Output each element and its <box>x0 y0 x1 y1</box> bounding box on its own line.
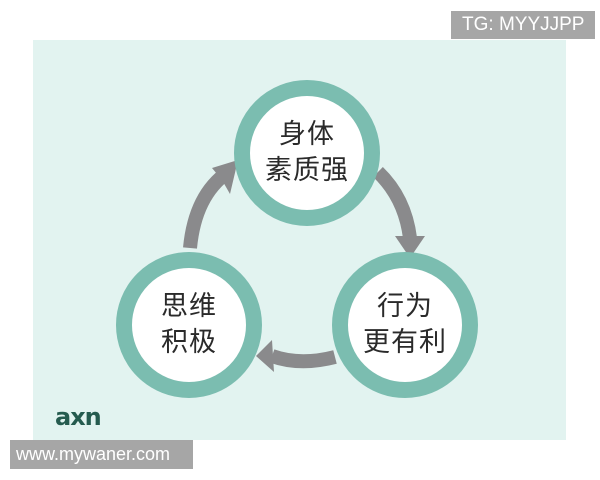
arrowhead-icon <box>212 160 238 194</box>
arrowhead-icon <box>256 340 274 372</box>
node-thinking-line2: 积极 <box>161 327 217 358</box>
node-behavior-line2: 更有利 <box>363 327 447 358</box>
watermark-top-right: TG: MYYJJPP <box>451 11 596 39</box>
arrow-thinking-to-physical <box>183 166 233 249</box>
axn-logo: axn <box>55 403 102 431</box>
node-physical-line1: 身体 <box>279 119 335 150</box>
arrowhead-icon <box>395 236 425 258</box>
arrow-physical-to-behavior <box>373 166 417 240</box>
node-thinking-line1: 思维 <box>161 291 217 322</box>
arrow-behavior-to-thinking <box>269 349 337 369</box>
node-physical: 身体 素质强 <box>234 80 380 226</box>
node-behavior: 行为 更有利 <box>332 252 478 398</box>
node-thinking: 思维 积极 <box>116 252 262 398</box>
node-behavior-line1: 行为 <box>377 291 433 322</box>
node-physical-line2: 素质强 <box>265 155 349 186</box>
watermark-bottom-left: www.mywaner.com <box>10 440 193 469</box>
